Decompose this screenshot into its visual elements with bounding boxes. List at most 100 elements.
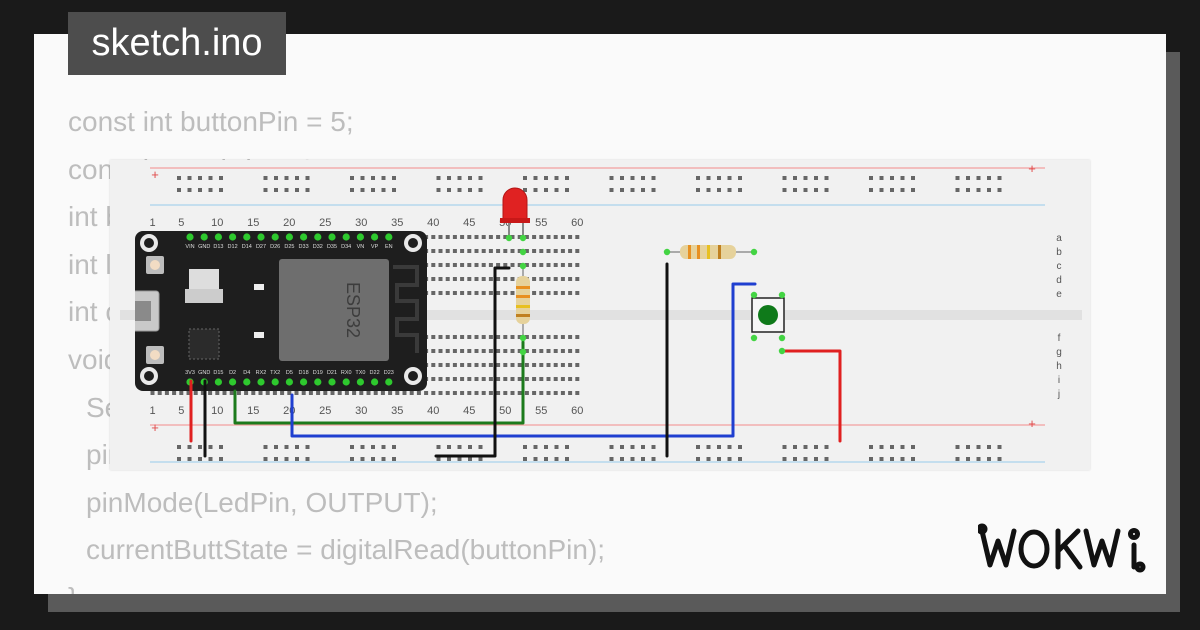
- terminal-hole: [503, 249, 508, 253]
- rail-hole: [987, 176, 991, 180]
- terminal-hole: [200, 391, 205, 395]
- rail-hole: [793, 176, 797, 180]
- rail-hole: [274, 176, 278, 180]
- pin-label: RX2: [256, 370, 267, 376]
- terminal-hole: [452, 335, 457, 339]
- row-letter: c: [1057, 261, 1062, 272]
- smd-part: [254, 332, 264, 338]
- terminal-hole: [467, 363, 472, 367]
- row-letter: f: [1058, 333, 1061, 344]
- terminal-hole: [460, 349, 465, 353]
- terminal-hole: [467, 263, 472, 267]
- rail-hole: [696, 445, 700, 449]
- terminal-hole: [560, 335, 565, 339]
- rail-hole: [976, 176, 981, 180]
- rail-hole: [523, 188, 527, 192]
- terminal-hole: [496, 263, 501, 267]
- terminal-hole: [481, 335, 486, 339]
- terminal-hole: [496, 335, 501, 339]
- terminal-hole: [496, 249, 501, 253]
- terminal-hole: [532, 363, 537, 367]
- terminal-hole: [553, 349, 558, 353]
- terminal-hole: [481, 249, 486, 253]
- terminal-hole: [532, 391, 537, 395]
- pin-label: D14: [242, 244, 252, 250]
- terminal-hole: [467, 249, 472, 253]
- rail-hole: [468, 457, 472, 461]
- pin-header: [214, 378, 222, 386]
- rail-hole: [544, 176, 548, 180]
- terminal-hole: [474, 263, 479, 267]
- terminal-hole: [488, 291, 493, 295]
- rail-hole: [468, 188, 472, 192]
- rail-hole: [824, 445, 829, 449]
- rail-hole: [305, 176, 310, 180]
- rail-hole: [208, 176, 213, 180]
- pin-label: D23: [384, 370, 394, 376]
- rail-hole: [609, 445, 614, 449]
- column-number: 55: [535, 405, 547, 417]
- rail-hole: [890, 457, 894, 461]
- pin-label: RX0: [341, 370, 352, 376]
- terminal-hole: [524, 277, 529, 281]
- terminal-hole: [560, 363, 565, 367]
- rail-hole: [641, 445, 645, 449]
- terminal-hole: [452, 291, 457, 295]
- rail-hole: [305, 445, 310, 449]
- rail-hole: [911, 457, 915, 461]
- terminal-hole: [460, 263, 465, 267]
- terminal-hole: [467, 349, 472, 353]
- terminal-hole: [330, 391, 335, 395]
- terminal-hole: [510, 349, 515, 353]
- pin-label: D26: [270, 244, 280, 250]
- terminal-hole: [524, 249, 529, 253]
- terminal-hole: [438, 391, 443, 395]
- rail-hole: [793, 188, 797, 192]
- wifi-module-shield: [279, 259, 389, 361]
- rail-hole: [793, 445, 797, 449]
- rail-hole: [803, 445, 808, 449]
- terminal-hole: [467, 277, 472, 281]
- pin-header: [342, 378, 350, 386]
- terminal-hole: [431, 277, 436, 281]
- rail-hole: [187, 176, 192, 180]
- rail-hole: [533, 445, 538, 449]
- terminal-hole: [488, 263, 493, 267]
- terminal-hole: [229, 391, 234, 395]
- column-number: 60: [571, 405, 583, 417]
- terminal-hole: [488, 277, 493, 281]
- rail-hole: [392, 188, 396, 192]
- wokwi-logo: [978, 523, 1150, 575]
- rail-hole: [177, 445, 181, 449]
- terminal-hole: [517, 349, 522, 353]
- rail-plus-label: +: [151, 420, 159, 435]
- pin-label: D34: [341, 244, 351, 250]
- rail-hole: [900, 176, 905, 180]
- rail-hole: [651, 176, 656, 180]
- rail-hole: [997, 188, 1002, 192]
- terminal-hole: [467, 291, 472, 295]
- rail-hole: [869, 457, 873, 461]
- regulator-tab: [189, 269, 219, 291]
- row-letter: j: [1057, 389, 1060, 400]
- terminal-hole: [438, 349, 443, 353]
- rail-hole: [976, 188, 981, 192]
- pin-label: VIN: [185, 244, 194, 250]
- rail-hole: [187, 188, 192, 192]
- rail-hole: [738, 445, 742, 449]
- file-tab[interactable]: sketch.ino: [68, 12, 286, 75]
- terminal-hole: [244, 391, 249, 395]
- column-number: 5: [178, 217, 184, 229]
- terminal-hole: [546, 377, 551, 381]
- terminal-hole: [481, 349, 486, 353]
- code-line: currentButtState = digitalRead(buttonPin…: [86, 534, 606, 566]
- terminal-hole: [568, 291, 573, 295]
- pin-label: D32: [313, 244, 323, 250]
- rail-hole: [350, 445, 354, 449]
- terminal-hole: [503, 335, 508, 339]
- terminal-hole: [553, 377, 558, 381]
- terminal-hole: [373, 391, 378, 395]
- terminal-hole: [272, 391, 277, 395]
